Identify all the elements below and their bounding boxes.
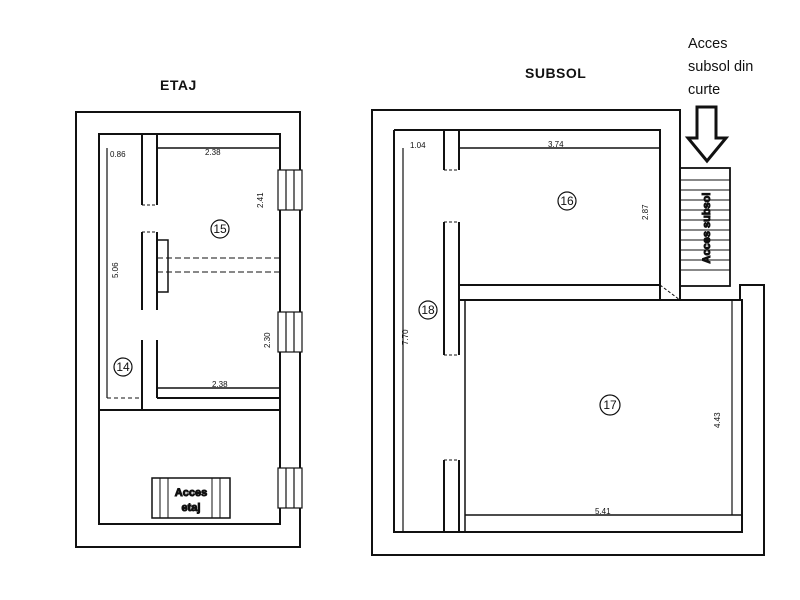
etaj-windows <box>277 169 303 509</box>
dim-3-74: 3.74 <box>548 140 564 149</box>
dim-0-86: 0.86 <box>110 150 126 159</box>
dim-5-41: 5.41 <box>595 507 611 516</box>
dim-1-04: 1.04 <box>410 141 426 150</box>
dim-2-30: 2.30 <box>263 332 272 348</box>
etaj-title: ETAJ <box>160 77 197 93</box>
window <box>277 311 303 353</box>
dim-5-06: 5.06 <box>111 262 120 278</box>
room-16-marker: 16 <box>557 191 577 211</box>
room-14-marker: 14 <box>113 357 133 377</box>
dim-4-43: 4.43 <box>713 412 722 428</box>
room-17-marker: 17 <box>599 394 621 416</box>
room-17-number: 17 <box>603 398 617 412</box>
etaj-walls <box>75 111 301 548</box>
dim-2-38-bottom: 2.38 <box>212 380 228 389</box>
window <box>277 467 303 509</box>
subsol-title: SUBSOL <box>525 65 586 81</box>
access-note-line-1: Acces <box>688 36 728 52</box>
room-16-number: 16 <box>560 194 574 208</box>
subsol-walls <box>371 109 765 556</box>
etaj-stair: Acces etaj <box>151 477 231 519</box>
access-note-line-3: curte <box>688 82 720 98</box>
down-arrow-icon <box>684 105 730 164</box>
window <box>277 169 303 211</box>
access-note-line-2: subsol din <box>688 59 753 75</box>
room-14-number: 14 <box>116 360 130 374</box>
etaj-stair-label-1: Acces <box>175 487 207 499</box>
subsol-stair: Acces subsol <box>679 167 731 287</box>
dim-2-38-top: 2.38 <box>205 148 221 157</box>
dim-7-70: 7.70 <box>401 329 410 345</box>
dim-2-87: 2.87 <box>641 204 650 220</box>
subsol-stair-label: Acces subsol <box>701 193 713 264</box>
dim-2-41: 2.41 <box>256 192 265 208</box>
room-15-marker: 15 <box>210 219 230 239</box>
etaj-stair-label-2: etaj <box>182 502 201 514</box>
room-18-number: 18 <box>421 303 435 317</box>
room-18-marker: 18 <box>418 300 438 320</box>
room-15-number: 15 <box>213 222 227 236</box>
